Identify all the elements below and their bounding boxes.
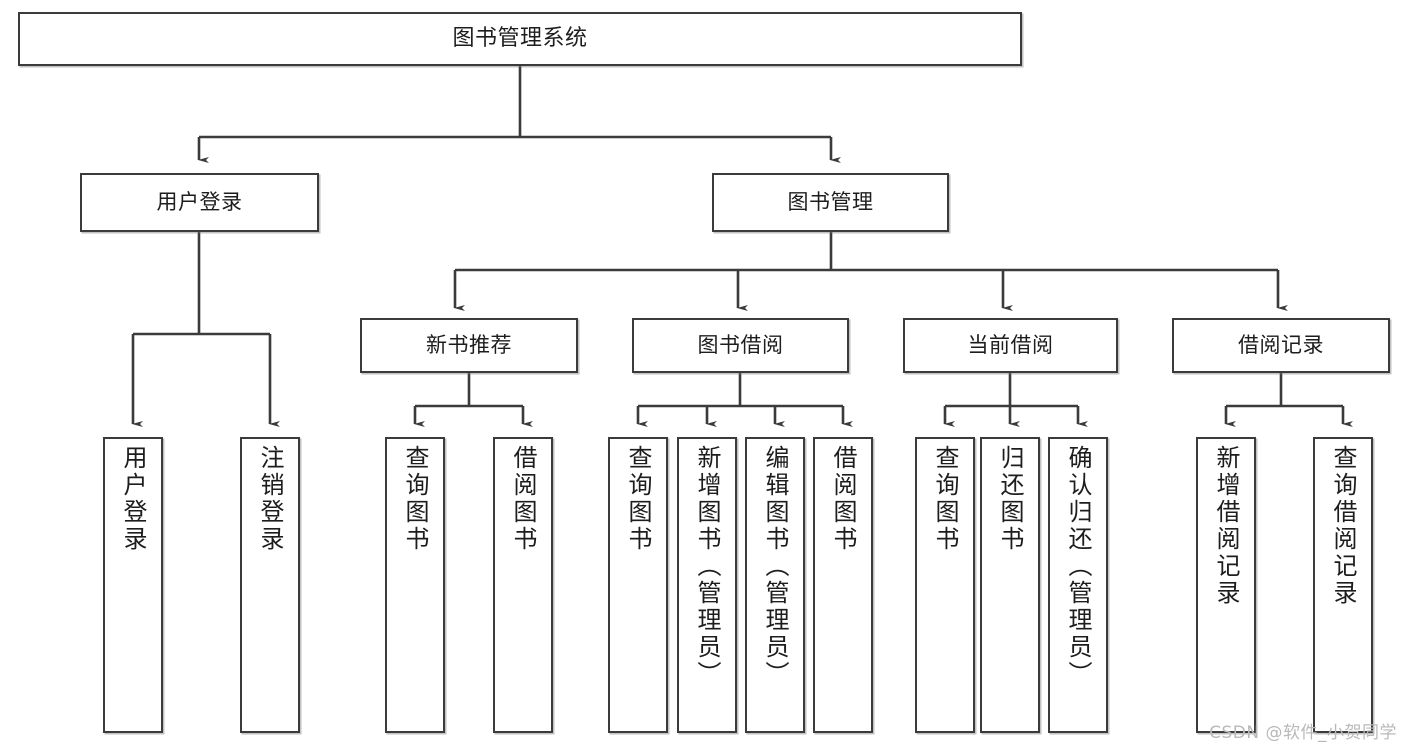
- node-label: 查询图书: [931, 445, 959, 553]
- leaf-new-book-borrow[interactable]: 借阅图书: [493, 437, 553, 733]
- leaf-current-query-book[interactable]: 查询图书: [915, 437, 975, 733]
- node-label: 查询图书: [624, 445, 652, 553]
- leaf-record-add-record[interactable]: 新增借阅记录: [1196, 437, 1256, 733]
- node-user-login[interactable]: 用户登录: [80, 173, 319, 232]
- node-current-borrow[interactable]: 当前借阅: [903, 318, 1118, 373]
- node-label: 当前借阅: [967, 332, 1054, 357]
- node-label: 编辑图书（管理员）: [761, 445, 789, 688]
- node-label: 归还图书: [996, 445, 1024, 553]
- leaf-user-login-signin[interactable]: 用户登录: [103, 437, 163, 733]
- node-root-system[interactable]: 图书管理系统: [18, 12, 1022, 66]
- node-label: 图书借阅: [697, 332, 784, 357]
- leaf-borrow-edit-book-admin[interactable]: 编辑图书（管理员）: [745, 437, 805, 733]
- node-book-management[interactable]: 图书管理: [712, 173, 949, 232]
- node-label: 图书管理: [787, 189, 874, 214]
- node-label: 新书推荐: [426, 332, 512, 357]
- leaf-borrow-add-book-admin[interactable]: 新增图书（管理员）: [677, 437, 737, 733]
- leaf-current-return-book[interactable]: 归还图书: [980, 437, 1040, 733]
- node-label: 查询图书: [401, 445, 429, 553]
- leaf-current-confirm-return-admin[interactable]: 确认归还（管理员）: [1048, 437, 1108, 733]
- leaf-user-login-signout[interactable]: 注销登录: [240, 437, 300, 733]
- node-label: 借阅记录: [1238, 332, 1324, 357]
- leaf-borrow-borrow-book[interactable]: 借阅图书: [813, 437, 873, 733]
- node-label: 用户登录: [119, 445, 147, 553]
- node-label: 新增图书（管理员）: [693, 445, 721, 688]
- leaf-borrow-query-book[interactable]: 查询图书: [608, 437, 668, 733]
- node-new-book-recommend[interactable]: 新书推荐: [360, 318, 578, 373]
- node-label: 图书管理系统: [452, 25, 588, 51]
- node-label: 新增借阅记录: [1212, 445, 1240, 607]
- watermark: CSDN @软件_小贺同学: [1209, 723, 1397, 743]
- node-borrow-record[interactable]: 借阅记录: [1172, 318, 1390, 373]
- leaf-new-book-query[interactable]: 查询图书: [385, 437, 445, 733]
- node-book-borrow[interactable]: 图书借阅: [632, 318, 849, 373]
- leaf-record-query-record[interactable]: 查询借阅记录: [1313, 437, 1373, 733]
- node-label: 注销登录: [256, 445, 284, 553]
- node-label: 查询借阅记录: [1329, 445, 1357, 607]
- node-label: 确认归还（管理员）: [1064, 445, 1092, 688]
- node-label: 借阅图书: [829, 445, 857, 553]
- node-label: 借阅图书: [509, 445, 537, 553]
- node-label: 用户登录: [156, 189, 243, 214]
